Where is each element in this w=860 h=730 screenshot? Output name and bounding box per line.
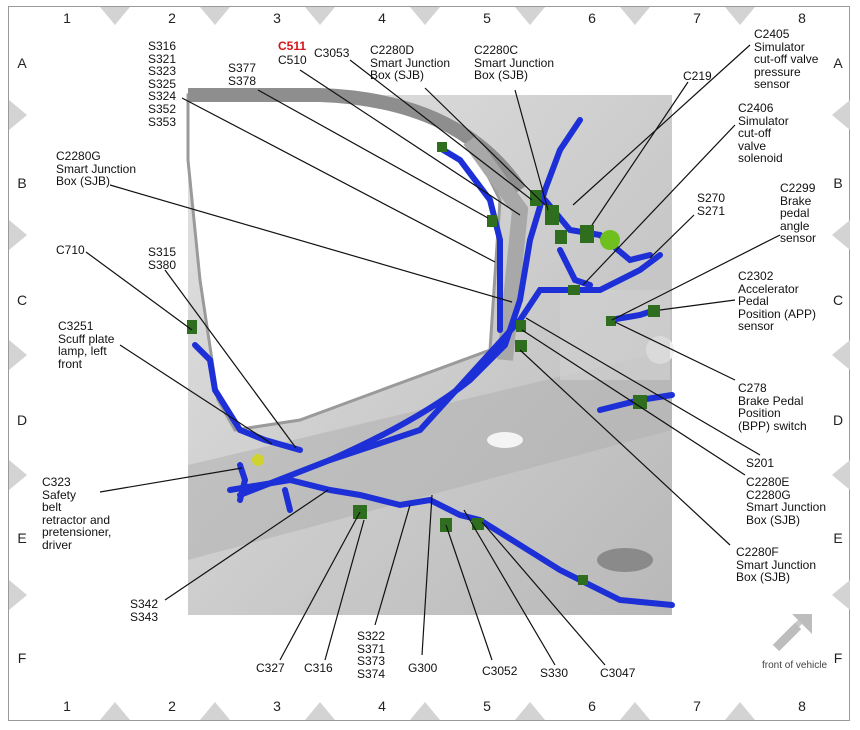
row-label-b: B bbox=[833, 175, 843, 191]
callout-c327: C327 bbox=[256, 661, 285, 675]
row-label-e: E bbox=[17, 530, 27, 546]
row-label-a: A bbox=[833, 55, 843, 71]
col-label-3: 3 bbox=[273, 698, 281, 714]
callout-c3053: C3053 bbox=[314, 46, 350, 60]
callout-c219: C219 bbox=[683, 69, 712, 83]
row-label-c: C bbox=[832, 292, 844, 308]
wiring-harness bbox=[192, 117, 675, 608]
row-label-b: B bbox=[17, 175, 27, 191]
col-label-2: 2 bbox=[168, 698, 176, 714]
col-label-8: 8 bbox=[798, 10, 806, 26]
col-label-5: 5 bbox=[483, 10, 491, 26]
row-label-a: A bbox=[17, 55, 27, 71]
row-label-d: D bbox=[16, 412, 28, 428]
a-pillar bbox=[463, 135, 529, 361]
connectors bbox=[187, 142, 660, 585]
callout-s201: S201 bbox=[746, 456, 775, 470]
front-arrow-icon bbox=[772, 614, 812, 652]
col-label-1: 1 bbox=[63, 10, 71, 26]
row-label-d: D bbox=[832, 412, 844, 428]
callout-c316: C316 bbox=[304, 661, 333, 675]
col-label-4: 4 bbox=[378, 698, 386, 714]
callout-c511: C511 bbox=[278, 39, 307, 53]
col-label-6: 6 bbox=[588, 10, 596, 26]
col-label-3: 3 bbox=[273, 10, 281, 26]
col-label-7: 7 bbox=[693, 698, 701, 714]
col-label-4: 4 bbox=[378, 10, 386, 26]
callout-c710: C710 bbox=[56, 243, 85, 257]
col-label-8: 8 bbox=[798, 698, 806, 714]
floor-hole bbox=[487, 432, 523, 448]
row-label-c: C bbox=[16, 292, 28, 308]
row-label-e: E bbox=[833, 530, 843, 546]
callout-c3047: C3047 bbox=[600, 666, 636, 680]
floor-hole bbox=[597, 548, 653, 572]
col-label-1: 1 bbox=[63, 698, 71, 714]
callout-g300: G300 bbox=[408, 661, 438, 675]
col-label-5: 5 bbox=[483, 698, 491, 714]
col-label-2: 2 bbox=[168, 10, 176, 26]
row-label-f: F bbox=[833, 650, 843, 666]
row-label-f: F bbox=[17, 650, 27, 666]
floor-tunnel bbox=[188, 350, 672, 560]
col-label-6: 6 bbox=[588, 698, 596, 714]
col-label-7: 7 bbox=[693, 10, 701, 26]
dash-panel bbox=[560, 290, 670, 380]
callout-c3052: C3052 bbox=[482, 664, 518, 678]
front-of-vehicle-label: front of vehicle bbox=[762, 660, 828, 671]
leader-lines bbox=[85, 44, 781, 666]
callout-s330: S330 bbox=[540, 666, 569, 680]
callout-c510: C510 bbox=[278, 53, 307, 67]
